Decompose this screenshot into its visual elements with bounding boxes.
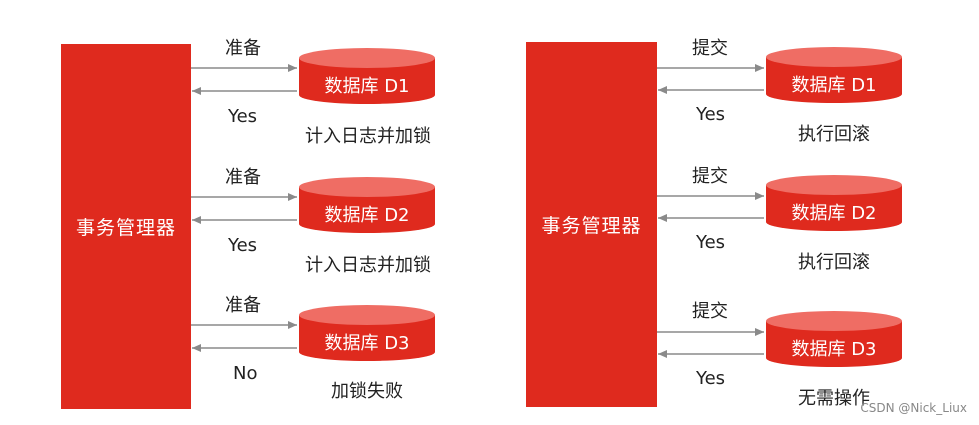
- database-d1-label: 数据库 D1: [324, 76, 410, 97]
- database-d3-label: 数据库 D3: [324, 333, 410, 354]
- status-d3: 加锁失败: [331, 381, 403, 402]
- database-d2-label: 数据库 D2: [791, 203, 877, 224]
- response-label-d1: Yes: [228, 106, 258, 127]
- status-d2: 计入日志并加锁: [305, 255, 431, 276]
- transaction-manager-label: 事务管理器: [541, 215, 642, 237]
- database-d3: 数据库 D3: [299, 305, 435, 369]
- transaction-manager-box: 事务管理器: [61, 44, 191, 409]
- status-d1: 执行回滚: [798, 124, 870, 145]
- database-d1: 数据库 D1: [766, 47, 902, 111]
- database-d2: 数据库 D2: [299, 177, 435, 241]
- arrows-layer: [191, 64, 297, 352]
- database-d1-label: 数据库 D1: [791, 75, 877, 96]
- prepare-phase-panel: 事务管理器 准备 Yes 数据库 D1 计入日志并加锁 准备 Yes 数据库 D…: [61, 38, 435, 409]
- status-d1: 计入日志并加锁: [305, 126, 431, 147]
- status-d2: 执行回滚: [798, 252, 870, 273]
- request-label-d3: 提交: [692, 301, 728, 322]
- request-label-d3: 准备: [225, 295, 261, 316]
- transaction-manager-box: 事务管理器: [526, 42, 657, 407]
- watermark: CSDN @Nick_Liux: [860, 401, 967, 415]
- response-label-d3: No: [233, 363, 258, 384]
- database-d3-label: 数据库 D3: [791, 339, 877, 360]
- database-d3: 数据库 D3: [766, 311, 902, 375]
- response-label-d2: Yes: [228, 235, 258, 256]
- response-label-d2: Yes: [696, 232, 726, 253]
- transaction-manager-label: 事务管理器: [75, 217, 176, 239]
- commit-phase-panel: 事务管理器 提交 Yes 数据库 D1 执行回滚 提交 Yes 数据库 D2 执…: [467, 0, 957, 425]
- response-label-d1: Yes: [696, 104, 726, 125]
- database-d2: 数据库 D2: [766, 175, 902, 239]
- database-d2-label: 数据库 D2: [324, 205, 410, 226]
- request-label-d2: 提交: [692, 166, 728, 187]
- request-label-d1: 准备: [225, 38, 261, 59]
- response-label-d3: Yes: [696, 368, 726, 389]
- request-label-d1: 提交: [692, 38, 728, 59]
- request-label-d2: 准备: [225, 167, 261, 188]
- status-d3: 无需操作: [798, 388, 870, 409]
- arrows-layer: [657, 64, 764, 358]
- database-d1: 数据库 D1: [299, 48, 435, 112]
